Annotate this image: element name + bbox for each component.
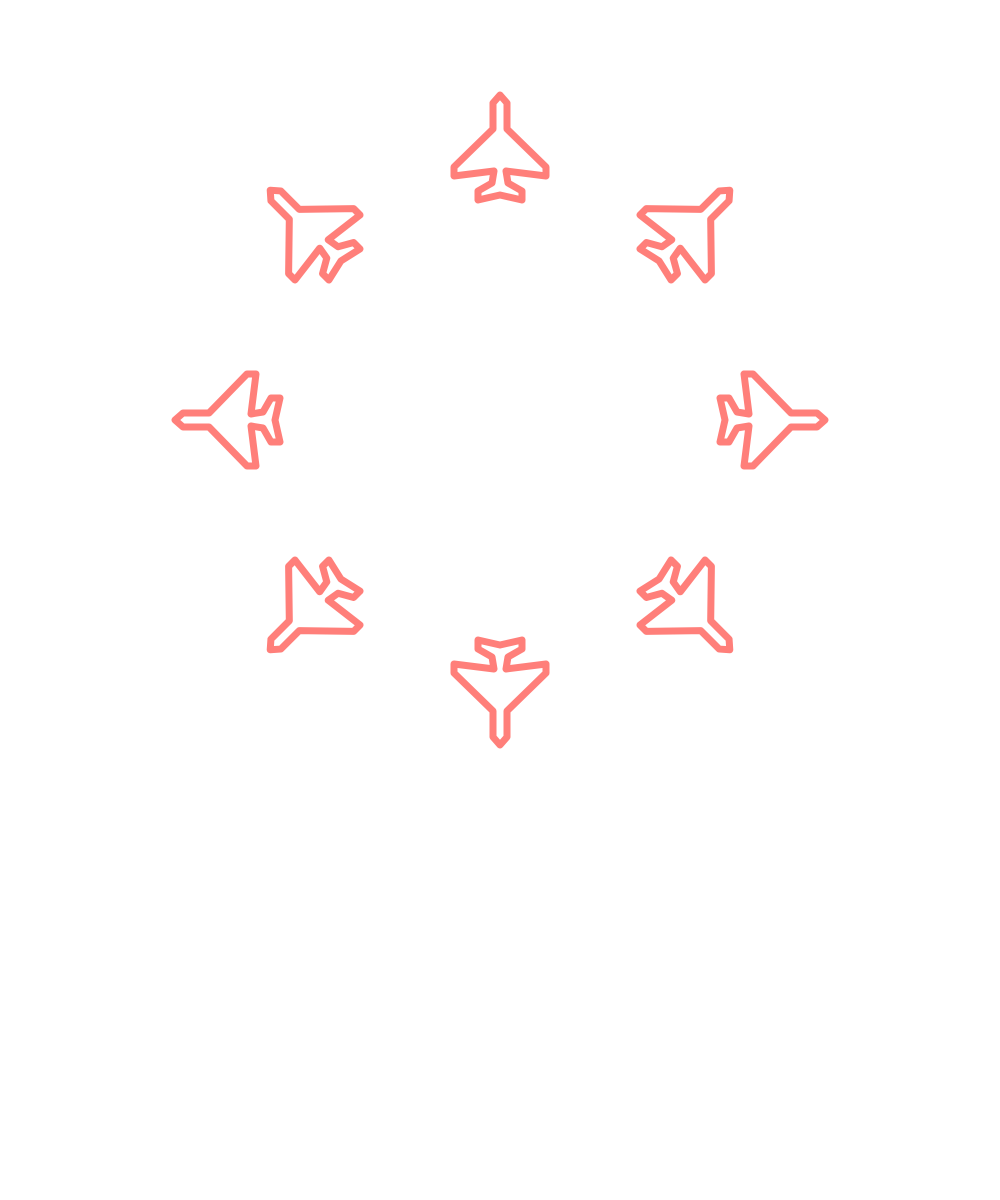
airplane-outline-icon bbox=[450, 91, 550, 204]
plane-northeast-icon bbox=[636, 186, 734, 284]
planes-layer bbox=[171, 91, 829, 749]
plane-east-icon bbox=[716, 370, 829, 470]
airplane-outline-icon bbox=[716, 370, 829, 470]
airplane-outline-icon bbox=[266, 556, 364, 654]
airplane-outline-icon bbox=[171, 370, 284, 470]
airplane-outline-icon bbox=[636, 556, 734, 654]
plane-west-icon bbox=[171, 370, 284, 470]
airplane-outline-icon bbox=[266, 186, 364, 284]
plane-northwest-icon bbox=[266, 186, 364, 284]
airplane-outline-icon bbox=[636, 186, 734, 284]
plane-north-icon bbox=[450, 91, 550, 204]
airplane-outline-icon bbox=[450, 636, 550, 749]
plane-southwest-icon bbox=[266, 556, 364, 654]
plane-south-icon bbox=[450, 636, 550, 749]
plane-southeast-icon bbox=[636, 556, 734, 654]
